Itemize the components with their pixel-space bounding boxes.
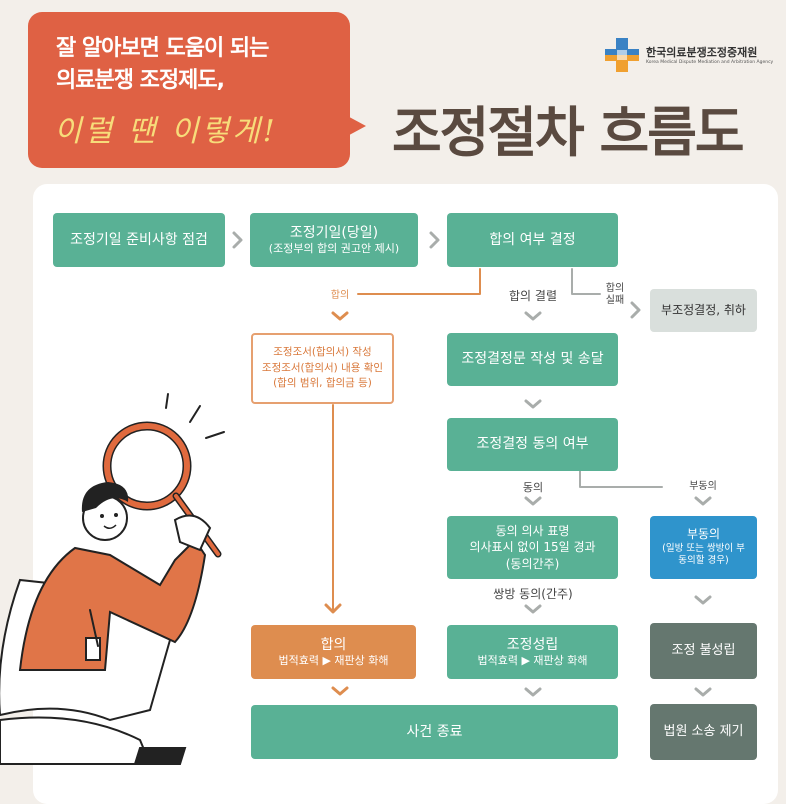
step-label: 법원 소송 제기 bbox=[663, 723, 744, 739]
person-magnifier-illustration bbox=[0, 393, 225, 765]
step-sublabel: (조정부의 합의 권고안 제시) bbox=[268, 241, 400, 255]
box-decision-document: 조정결정문 작성 및 송달 bbox=[447, 333, 618, 386]
bubble-line-1: 잘 알아보면 도움이 되는 bbox=[56, 36, 269, 61]
chevron-right-icon bbox=[232, 231, 243, 249]
bubble-line-2: 의료분쟁 조정제도, bbox=[56, 68, 225, 93]
step-label: 부동의 bbox=[686, 527, 721, 542]
chevron-down-icon bbox=[524, 399, 542, 409]
label-consent: 동의 bbox=[522, 481, 544, 494]
flow-connectors bbox=[232, 231, 712, 697]
consent-line: 의사표시 없이 15일 경과 bbox=[469, 540, 596, 555]
org-name: 한국의료분쟁조정중재원 bbox=[646, 46, 758, 59]
consent-line: 동의 의사 표명 bbox=[495, 524, 570, 539]
chevron-down-icon bbox=[694, 687, 712, 697]
step-sublabel: (일방 또는 쌍방이 부동의할 경우) bbox=[662, 542, 745, 567]
step-label: 조정기일 준비사항 점검 bbox=[70, 231, 208, 248]
box-disagree: 부동의 (일방 또는 쌍방이 부동의할 경우) bbox=[650, 516, 757, 579]
label-disagree: 부동의 bbox=[689, 481, 717, 492]
chevron-down-icon bbox=[524, 687, 542, 697]
box-mediation-fail: 조정 불성립 bbox=[650, 623, 757, 679]
step-label: 조정결정문 작성 및 송달 bbox=[461, 351, 604, 368]
label-both-consent: 쌍방 동의(간주) bbox=[493, 587, 573, 601]
chevron-right-icon bbox=[429, 231, 440, 249]
disagree-connector bbox=[579, 470, 663, 488]
doc-line: (합의 범위, 합의금 등) bbox=[273, 377, 372, 390]
box-fail-result: 부조정결정, 취하 bbox=[650, 289, 757, 332]
box-consent: 동의 의사 표명 의사표시 없이 15일 경과 (동의간주) bbox=[447, 516, 618, 579]
chevron-down-icon bbox=[331, 686, 349, 696]
bubble-handwritten: 이럴 땐 이렇게! bbox=[54, 114, 278, 149]
step-label: 합의 bbox=[320, 636, 347, 653]
box-lawsuit: 법원 소송 제기 bbox=[650, 704, 757, 760]
doc-line: 조정조서(합의서) 내용 확인 bbox=[261, 361, 384, 374]
step-label: 부조정결정, 취하 bbox=[661, 302, 746, 317]
chevron-right-icon bbox=[630, 301, 641, 319]
box-consent-question: 조정결정 동의 여부 bbox=[447, 418, 618, 471]
label-breakdown: 합의 결렬 bbox=[509, 289, 557, 303]
step-label: 조정결정 동의 여부 bbox=[476, 436, 589, 453]
speech-bubble-tail bbox=[340, 112, 366, 140]
speech-bubble bbox=[28, 12, 350, 168]
label-fail: 합의 실패 bbox=[605, 283, 625, 306]
step-prep-check: 조정기일 준비사항 점검 bbox=[53, 213, 225, 267]
org-logo-icon bbox=[605, 38, 639, 72]
step-label: 조정기일(당일) bbox=[289, 224, 379, 241]
page-title: 조정절차 흐름도 bbox=[392, 101, 745, 164]
doc-line: 조정조서(합의서) 작성 bbox=[273, 345, 372, 358]
fail-connector bbox=[571, 268, 601, 295]
step-sublabel: 법적효력 ▶ 재판상 화해 bbox=[477, 653, 588, 667]
label-agree: 합의 bbox=[330, 290, 350, 301]
agree-connector bbox=[357, 268, 481, 295]
chevron-down-icon bbox=[331, 311, 349, 321]
flow-panel bbox=[33, 184, 778, 804]
step-sublabel: 법적효력 ▶ 재판상 화해 bbox=[278, 653, 389, 667]
box-case-end: 사건 종료 bbox=[251, 705, 618, 759]
arrow-down-icon bbox=[324, 603, 342, 614]
step-label: 조정 불성립 bbox=[671, 642, 736, 658]
gray-chevrons bbox=[232, 231, 712, 697]
org-name-en: Korea Medical Dispute Mediation and Arbi… bbox=[646, 60, 774, 65]
chevron-down-icon bbox=[694, 496, 712, 506]
step-label: 조정성립 bbox=[506, 636, 559, 653]
step-agreement-decision: 합의 여부 결정 bbox=[447, 213, 618, 267]
chevron-down-icon bbox=[524, 604, 542, 614]
consent-line: (동의간주) bbox=[505, 556, 560, 571]
chevron-down-icon bbox=[694, 595, 712, 605]
step-label: 합의 여부 결정 bbox=[489, 231, 576, 248]
chevron-down-icon bbox=[524, 311, 542, 321]
box-agreement-document: 조정조서(합의서) 작성 조정조서(합의서) 내용 확인 (합의 범위, 합의금… bbox=[251, 333, 394, 404]
step-mediation-day: 조정기일(당일)(조정부의 합의 권고안 제시) bbox=[250, 213, 418, 267]
step-label: 사건 종료 bbox=[406, 723, 463, 740]
chevron-down-icon bbox=[524, 496, 542, 506]
